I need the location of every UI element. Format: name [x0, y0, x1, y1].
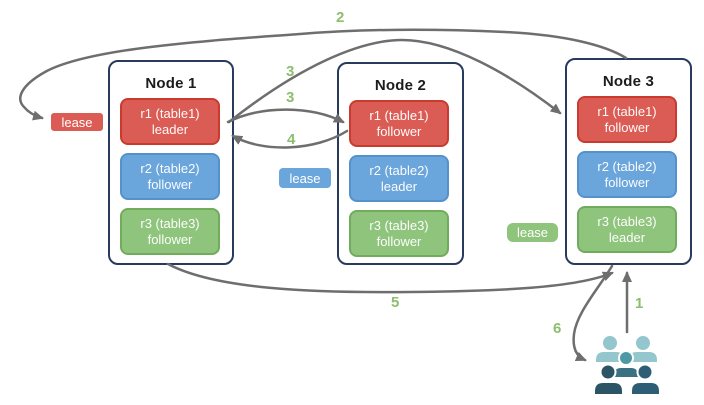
replica-label: r3 (table3): [140, 215, 200, 231]
node2-title: Node 2: [374, 77, 427, 94]
replica-role: follower: [604, 174, 650, 190]
node1-replica-r3: r3 (table3) follower: [120, 208, 220, 255]
step-number-1: 1: [635, 295, 644, 312]
replica-label: r1 (table1): [369, 107, 429, 123]
replica-label: r1 (table1): [140, 105, 200, 121]
replica-role: leader: [608, 229, 646, 245]
replica-label: r3 (table3): [369, 217, 429, 233]
node1-box: Node 1 r1 (table1) leader r2 (table2) fo…: [108, 60, 234, 265]
replica-role: leader: [380, 178, 418, 194]
node3-replica-r2: r2 (table2) follower: [577, 151, 677, 198]
replica-role: follower: [376, 123, 422, 139]
step-number-3b: 3: [286, 89, 295, 106]
step-number-3a: 3: [286, 63, 295, 80]
node3-replica-r1: r1 (table1) follower: [577, 96, 677, 143]
replica-label: r2 (table2): [140, 160, 200, 176]
step-number-6: 6: [553, 320, 562, 337]
node2-box: Node 2 r1 (table1) follower r2 (table2) …: [337, 62, 464, 265]
node3-title: Node 3: [602, 73, 655, 90]
arrow-step-6: [572, 264, 614, 362]
replica-role: follower: [376, 233, 422, 249]
replica-role: follower: [147, 176, 193, 192]
node3-replica-r3: r3 (table3) leader: [577, 206, 677, 253]
step-number-5: 5: [391, 294, 400, 311]
node2-replica-r1: r1 (table1) follower: [349, 100, 449, 147]
replica-label: r2 (table2): [369, 162, 429, 178]
replica-label: r2 (table2): [597, 158, 657, 174]
step-number-4: 4: [287, 131, 296, 148]
node3-box: Node 3 r1 (table1) follower r2 (table2) …: [565, 58, 692, 265]
replica-role: follower: [147, 231, 193, 247]
replica-label: r1 (table1): [597, 103, 657, 119]
lease-label-blue: lease: [277, 166, 333, 190]
step-number-2: 2: [336, 9, 345, 26]
lease-label-red: lease: [49, 111, 105, 133]
replica-label: r3 (table3): [597, 213, 657, 229]
lease-label-green: lease: [505, 221, 560, 244]
node2-replica-r3: r3 (table3) follower: [349, 210, 449, 257]
node1-replica-r2: r2 (table2) follower: [120, 153, 220, 200]
node2-replica-r2: r2 (table2) leader: [349, 155, 449, 202]
node1-title: Node 1: [145, 75, 197, 92]
arrow-step-5: [166, 262, 614, 294]
arrow-step-3-to-node2: [226, 108, 345, 124]
node1-replica-r1: r1 (table1) leader: [120, 98, 220, 145]
replica-role: leader: [151, 121, 189, 137]
replica-role: follower: [604, 119, 650, 135]
users-icon: [593, 334, 661, 396]
